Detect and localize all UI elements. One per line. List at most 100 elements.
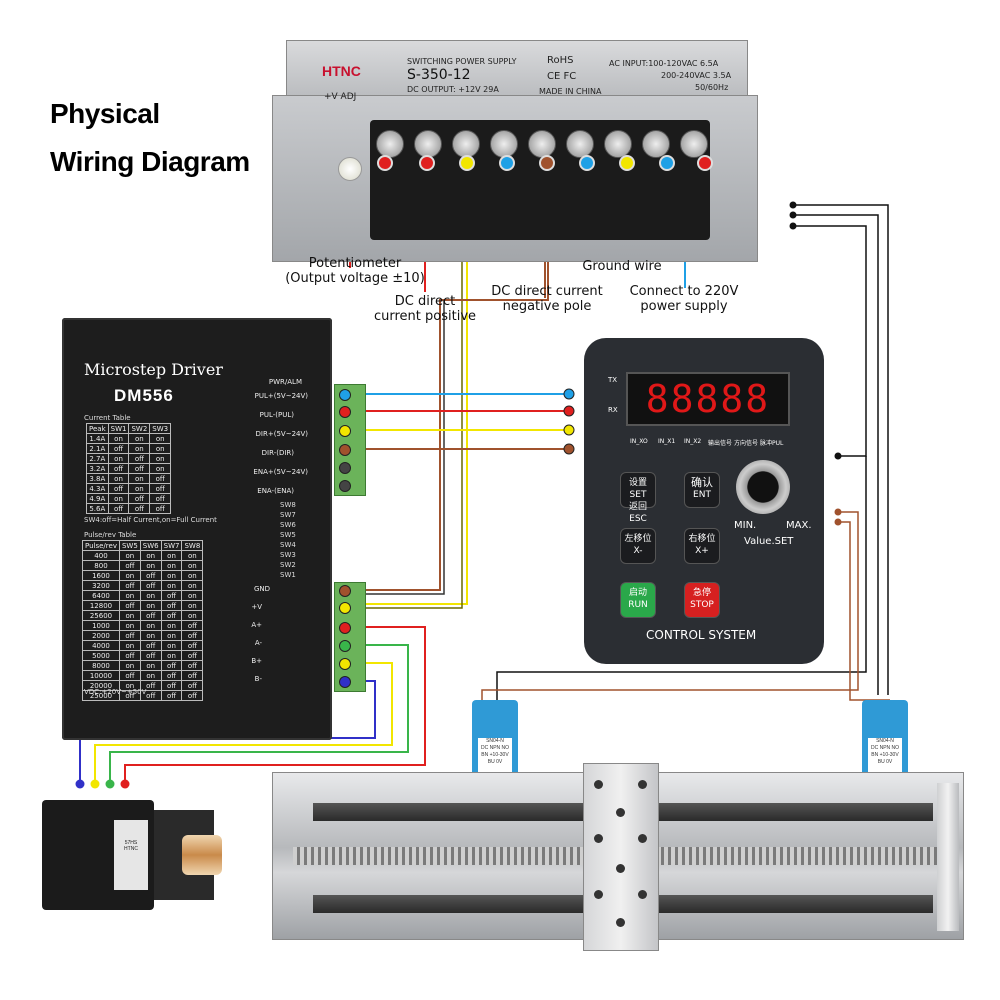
run-label-cn: 启动 [628,588,647,598]
psu-screw-3 [452,130,480,158]
power-supply: HTNC SWITCHING POWER SUPPLY S-350-12 DC … [272,40,758,262]
wire-a-plus [124,626,426,780]
term-label-b-plus: B+ [251,657,262,665]
carriage-hole [638,834,647,843]
stop-button[interactable]: 急停 STOP [684,582,720,618]
psu-output: DC OUTPUT: +12V 29A [407,85,499,94]
label-potentiometer-line1: Potentiometer [308,256,402,271]
right-shift-button[interactable]: 右移位 X+ [684,528,720,564]
left-shift-button[interactable]: 左移位 X- [620,528,656,564]
driver-vdc: VDC:+20V~+50V [84,688,147,696]
psu-screw-8 [642,130,670,158]
carriage-hole [638,780,647,789]
ctrl-tx-label: TX [608,376,618,384]
driver-term-a-plus[interactable] [339,622,351,634]
run-label: RUN [628,600,648,610]
dot-black-1 [789,201,797,209]
label-dc-positive: DC direct current positive [370,294,480,324]
switch-label-sw4: SW4 [280,541,296,549]
led-label-direction: 方向信号 [734,440,759,447]
term-label-pwr-alm: PWR/ALM [268,378,302,386]
dot-black-3 [789,222,797,230]
psu-ac-input-2: 200-240VAC 3.5A [661,71,732,80]
microstep-driver: Microstep Driver DM556 Current Table Pea… [62,318,332,740]
stop-label-cn: 急停 [692,588,711,598]
driver-term-ena-minus[interactable] [339,480,351,492]
driver-term-v-plus[interactable] [339,602,351,614]
wire-psu-positive-shadow [355,175,463,609]
label-dc-negative: DC direct current negative pole [484,284,610,314]
psu-screw-1 [376,130,404,158]
psu-term-blue-1 [499,155,515,171]
value-set-knob[interactable] [736,460,790,514]
psu-term-blue-2 [579,155,595,171]
driver-term-dir-plus[interactable] [339,425,351,437]
psu-screw-6 [566,130,594,158]
driver-term-b-plus[interactable] [339,658,351,670]
dot-motor-blue [75,779,85,789]
term-label-v-plus: +V [251,603,262,611]
label-potentiometer: Potentiometer (Output voltage ±10) [280,256,430,286]
wire-b-plus [94,662,393,780]
set-esc-button[interactable]: 设置SET 返回ESC [620,472,656,524]
label-ground: Ground wire [582,259,662,274]
carriage-hole [616,918,625,927]
driver-term-pul-minus[interactable] [339,406,351,418]
term-label-pul-plus: PUL+(5V~24V) [254,392,308,400]
carriage-hole [616,864,625,873]
knob-max-label: MAX. [786,520,812,531]
term-label-b-minus: B- [254,675,262,683]
psu-screw-7 [604,130,632,158]
driver-term-b-minus[interactable] [339,676,351,688]
sensor-left-type: DC NPN NO [480,745,510,751]
dot-motor-red [120,779,130,789]
term-label-gnd: GND [253,585,270,593]
enter-button[interactable]: 确认 ENT [684,472,720,508]
diagram-title-line1: Physical [50,98,160,129]
carriage-hole [616,808,625,817]
psu-top-panel: HTNC SWITCHING POWER SUPPLY S-350-12 DC … [286,40,748,102]
switch-label-sw7: SW7 [280,511,296,519]
dot-ctrl-black [834,452,842,460]
switch-label-sw1: SW1 [280,571,296,579]
psu-term-brown [539,155,555,171]
sensor-right-bu: BU 0V [877,759,893,765]
sw4-note: SW4:off=Half Current,on=Full Current [84,516,217,524]
dot-dir-minus [563,443,575,455]
wire-ctrl-black-3 [793,225,867,457]
psu-screw-9 [680,130,708,158]
driver-term-ena-plus[interactable] [339,462,351,474]
sensor-right-type: DC NPN NO [870,745,900,751]
proximity-sensor-right: SN04-N DC NPN NO BN +10-30V BU 0V [862,700,908,782]
psu-freq: 50/60Hz [695,83,729,92]
left-shift-label-cn: 左移位 [624,534,652,544]
led-label-output: 输出信号 [708,440,733,447]
stage-carriage[interactable] [583,763,659,951]
switch-label-sw6: SW6 [280,521,296,529]
led-label-xo: IN_XO [630,438,648,445]
led-label-x2: IN_X2 [684,438,702,445]
driver-term-dir-minus[interactable] [339,444,351,456]
psu-screw-5 [528,130,556,158]
dot-motor-green [105,779,115,789]
run-button[interactable]: 启动 RUN [620,582,656,618]
psu-term-yellow-1 [459,155,475,171]
wire-sensor-left-black [496,456,867,700]
linear-stage [272,763,964,951]
potentiometer-knob[interactable] [338,157,362,181]
psu-ac-input-1: AC INPUT:100-120VAC 6.5A [609,59,719,68]
sensor-left-model: SN04-N [486,738,504,744]
label-ac-line2: power supply [640,299,728,314]
psu-term-red-2 [419,155,435,171]
driver-term-gnd[interactable] [339,585,351,597]
driver-term-a-minus[interactable] [339,640,351,652]
switch-label-sw8: SW8 [280,501,296,509]
esc-label: 返回ESC [628,502,647,524]
shaft-coupler [182,835,222,875]
switch-label-sw5: SW5 [280,531,296,539]
carriage-hole [594,780,603,789]
dot-ctrl-brown-1 [834,508,842,516]
driver-term-pul-plus[interactable] [339,389,351,401]
wire-b-minus [79,680,376,780]
